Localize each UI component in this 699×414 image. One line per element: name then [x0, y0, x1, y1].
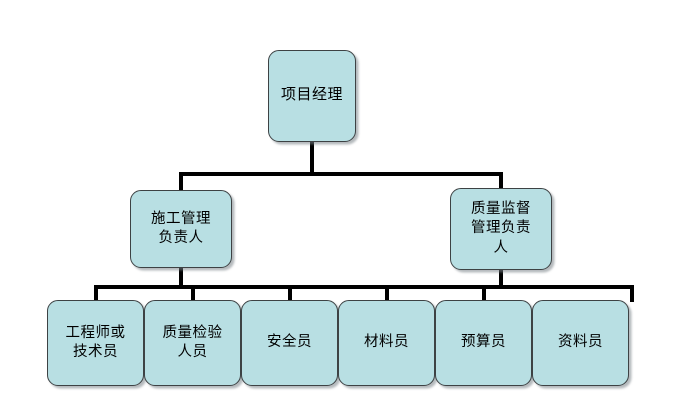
connector-drop-leaf-6	[630, 285, 634, 302]
connector-stem-left-lead	[179, 267, 183, 289]
connector-drop-leaf-3	[288, 285, 292, 302]
node-quality-supervision-lead[interactable]: 质量监督 管理负责 人	[450, 188, 552, 270]
node-label: 质量检验 人员	[162, 324, 223, 360]
connector-drop-leaf-2	[191, 285, 195, 302]
node-label: 工程师或 技术员	[65, 324, 126, 360]
node-engineer-or-technician[interactable]: 工程师或 技术员	[47, 300, 144, 386]
connector-drop-middle-right	[499, 172, 503, 192]
node-label: 项目经理	[280, 87, 343, 104]
connector-drop-leaf-5	[482, 285, 486, 302]
node-construction-management-lead[interactable]: 施工管理 负责人	[130, 190, 232, 268]
node-label: 资料员	[558, 334, 603, 351]
node-material-officer[interactable]: 材料员	[338, 300, 435, 386]
node-label: 施工管理 负责人	[151, 210, 211, 246]
node-project-manager[interactable]: 项目经理	[268, 50, 356, 142]
node-safety-officer[interactable]: 安全员	[241, 300, 338, 386]
node-budget-officer[interactable]: 预算员	[435, 300, 532, 386]
connector-middle-bar	[179, 172, 503, 176]
node-label: 质量监督 管理负责 人	[471, 201, 531, 256]
connector-leaf-bar	[94, 285, 634, 289]
node-label: 材料员	[364, 334, 409, 351]
connector-drop-leaf-4	[385, 285, 389, 302]
connector-root-stem	[310, 140, 314, 176]
connector-drop-leaf-1	[94, 285, 98, 302]
connector-drop-middle-left	[179, 172, 183, 192]
node-label: 安全员	[267, 334, 312, 351]
node-label: 预算员	[461, 334, 506, 351]
node-quality-inspector[interactable]: 质量检验 人员	[144, 300, 241, 386]
connector-stem-right-lead	[499, 269, 503, 289]
node-document-officer[interactable]: 资料员	[532, 300, 629, 386]
